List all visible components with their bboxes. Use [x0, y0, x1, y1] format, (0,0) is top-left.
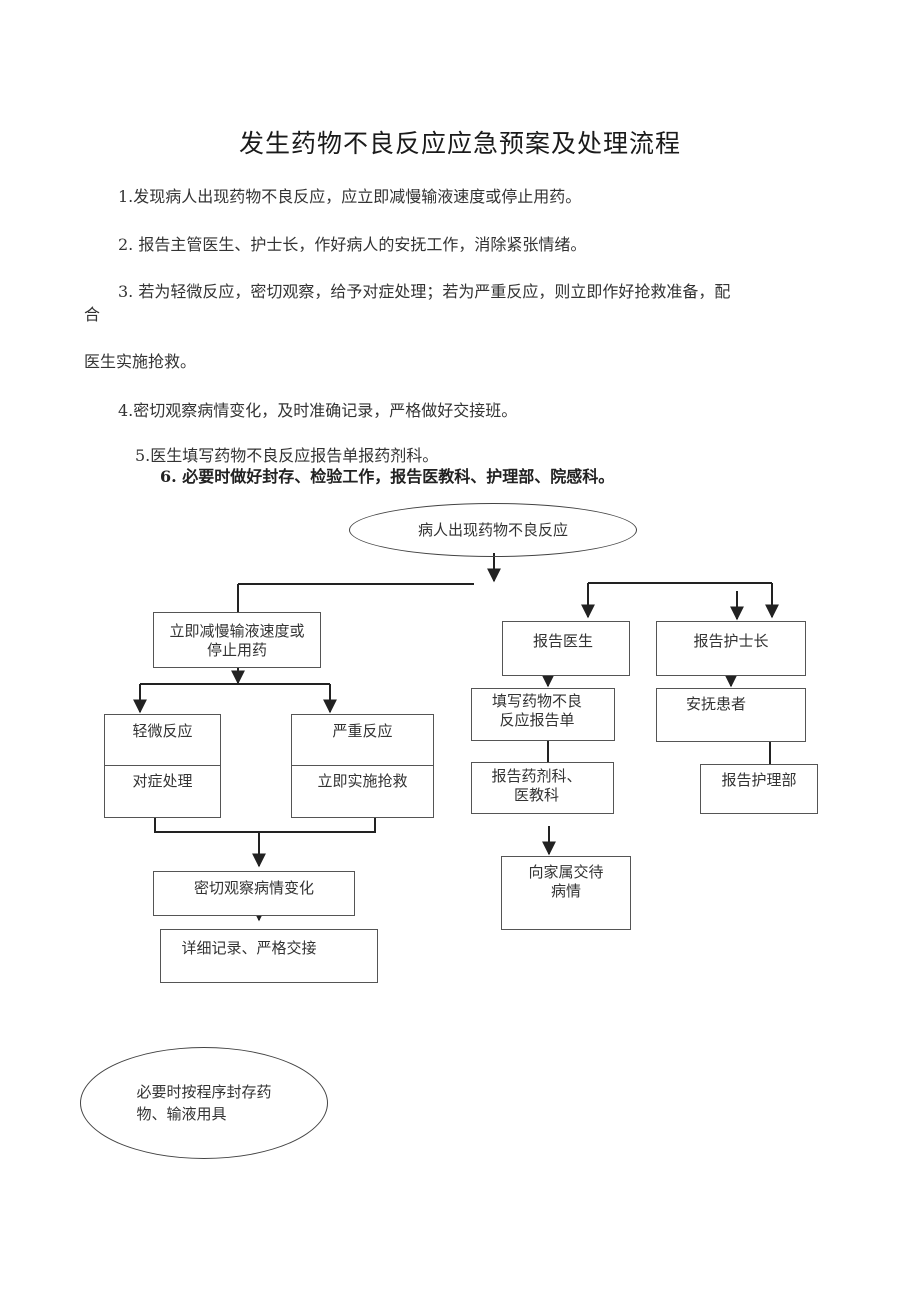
paragraph-4: 4.密切观察病情变化，及时准确记录，严格做好交接班。: [118, 401, 518, 420]
paragraph-6: 6. 必要时做好封存、检验工作，报告医教科、护理部、院感科。: [160, 467, 615, 486]
paragraph-3-line-1: 3. 若为轻微反应，密切观察，给予对症处理；若为严重反应，则立即作好抢救准备，配: [118, 282, 731, 301]
report-nursing-dept-box: 报告护理部: [700, 764, 818, 814]
report-head-nurse-label: 报告护士长: [693, 632, 769, 650]
paragraph-3-line-2: 合: [84, 305, 101, 324]
slow-infusion-label-2: 停止用药: [206, 641, 267, 659]
paragraph-2: 2. 报告主管医生、护士长，作好病人的安抚工作，消除紧张情绪。: [118, 235, 587, 254]
paragraph-1: 1.发现病人出现药物不良反应，应立即减慢输液速度或停止用药。: [118, 187, 582, 206]
symptomatic-label: 对症处理: [132, 772, 193, 790]
comfort-patient-box: 安抚患者: [656, 688, 806, 742]
fill-report-label-2: 反应报告单: [499, 711, 575, 729]
severe-reaction-label: 严重反应: [332, 722, 393, 740]
inform-family-label-1: 向家属交待: [528, 863, 604, 881]
report-head-nurse-box: 报告护士长: [656, 621, 806, 676]
paragraph-5: 5.医生填写药物不良反应报告单报药剂科。: [135, 446, 439, 465]
report-doctor-label: 报告医生: [532, 632, 593, 650]
record-label: 详细记录、严格交接: [181, 939, 317, 957]
seal-items-label-1: 必要时按程序封存药: [136, 1083, 272, 1101]
inform-family-label-2: 病情: [550, 882, 581, 900]
fill-report-label-1: 填写药物不良: [491, 692, 582, 710]
report-pharmacy-label-1: 报告药剂科、: [491, 767, 582, 785]
seal-items-label-2: 物、输液用具: [136, 1105, 227, 1123]
inform-family-box: 向家属交待 病情: [501, 856, 631, 930]
fill-report-box: 填写药物不良 反应报告单: [471, 688, 615, 741]
report-pharmacy-label-2: 医教科: [513, 786, 559, 804]
severe-reaction-box: 严重反应 立即实施抢救: [291, 714, 434, 818]
start-node-label: 病人出现药物不良反应: [417, 521, 568, 539]
slow-infusion-box: 立即减慢输液速度或 停止用药: [153, 612, 321, 668]
start-node: 病人出现药物不良反应: [349, 503, 637, 557]
mild-reaction-box: 轻微反应 对症处理: [104, 714, 221, 818]
seal-items-node: 必要时按程序封存药 物、输液用具: [80, 1047, 328, 1159]
report-nursing-dept-label: 报告护理部: [721, 771, 797, 789]
page-title: 发生药物不良反应应急预案及处理流程: [238, 129, 681, 158]
observe-label: 密切观察病情变化: [193, 879, 314, 897]
slow-infusion-label-1: 立即减慢输液速度或: [169, 622, 305, 640]
observe-box: 密切观察病情变化: [153, 871, 355, 916]
report-doctor-box: 报告医生: [502, 621, 630, 676]
comfort-patient-label: 安抚患者: [685, 695, 746, 713]
paragraph-3-line-3: 医生实施抢救。: [84, 352, 197, 371]
record-box: 详细记录、严格交接: [160, 929, 378, 983]
mild-reaction-label: 轻微反应: [132, 722, 193, 740]
rescue-label: 立即实施抢救: [317, 772, 408, 790]
report-pharmacy-box: 报告药剂科、 医教科: [471, 762, 614, 814]
